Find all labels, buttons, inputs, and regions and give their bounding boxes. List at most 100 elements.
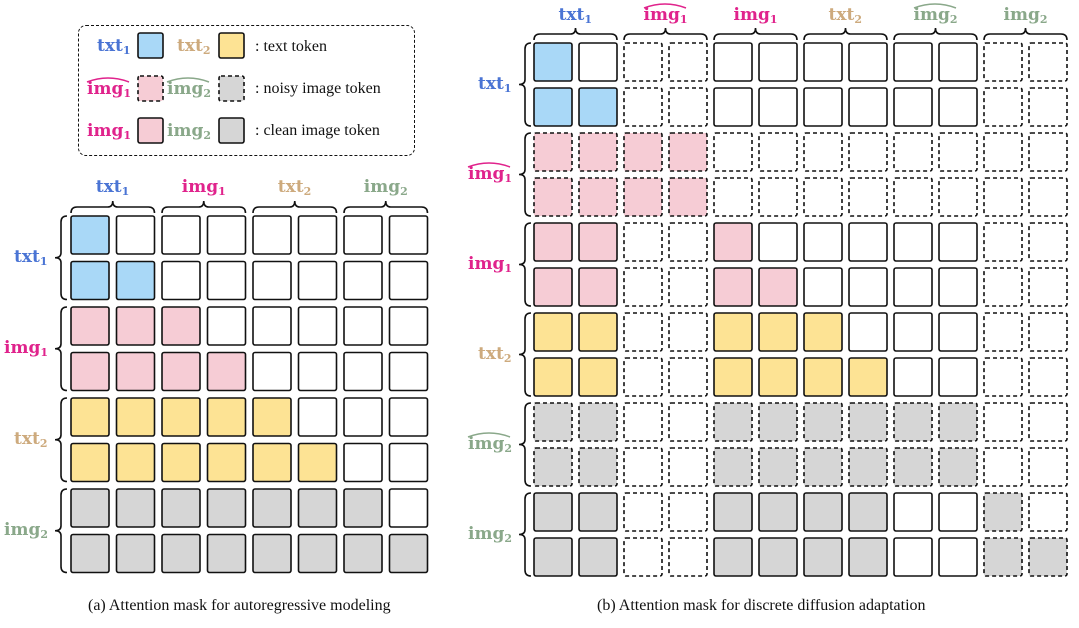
panel-b-col-label-img1: img1 xyxy=(733,5,778,26)
mask-b-cell-6-8 xyxy=(893,312,933,352)
mask-b-cell-9-10 xyxy=(983,447,1023,487)
caption-b: (b) Attention mask for discrete diffusio… xyxy=(597,597,926,614)
mask-a-cell-7-2 xyxy=(161,533,201,574)
legend-clean-image-token: : clean image token xyxy=(255,122,380,139)
mask-b-cell-5-4 xyxy=(713,267,753,307)
brace-b-row-img2 xyxy=(518,492,532,577)
mask-b-cell-5-1 xyxy=(578,267,618,307)
legend-swatch-img2 xyxy=(218,117,245,144)
mask-b-cell-10-7 xyxy=(848,492,888,532)
legend-label-img2: img2 xyxy=(167,121,211,142)
mask-b-cell-11-8 xyxy=(893,537,933,577)
mask-b-cell-9-7 xyxy=(848,447,888,487)
mask-b-cell-3-9 xyxy=(938,177,978,217)
mask-b-cell-6-7 xyxy=(848,312,888,352)
mask-b-cell-1-1 xyxy=(578,87,618,127)
mask-b-cell-4-4 xyxy=(713,222,753,262)
mask-a-cell-6-7 xyxy=(388,488,429,528)
mask-b-cell-4-11 xyxy=(1028,222,1068,262)
mask-b-cell-3-3 xyxy=(668,177,708,217)
mask-a-cell-5-1 xyxy=(115,442,156,483)
mask-b-cell-4-7 xyxy=(848,222,888,262)
mask-b-cell-2-3 xyxy=(668,132,708,172)
mask-b-cell-6-3 xyxy=(668,312,708,352)
mask-a-cell-4-7 xyxy=(388,397,429,437)
mask-b-cell-5-6 xyxy=(803,267,843,307)
mask-b-cell-10-9 xyxy=(938,492,978,532)
mask-b-cell-10-0 xyxy=(533,492,573,532)
mask-b-cell-2-4 xyxy=(713,132,753,172)
panel-b-row-label-img2: img2 xyxy=(468,523,512,545)
mask-b-cell-1-10 xyxy=(983,87,1023,127)
caption-a: (a) Attention mask for autoregressive mo… xyxy=(88,597,391,614)
mask-a-cell-3-7 xyxy=(388,351,429,392)
mask-b-cell-9-3 xyxy=(668,447,708,487)
mask-a-cell-2-5 xyxy=(297,306,338,346)
panel-a-row-label-img1: img1 xyxy=(4,337,48,359)
mask-b-cell-8-11 xyxy=(1028,402,1068,442)
brace-b-row-txt1 xyxy=(518,42,532,127)
brace-a-row-txt1 xyxy=(54,215,68,301)
mask-b-cell-7-2 xyxy=(623,357,663,397)
mask-b-cell-4-10 xyxy=(983,222,1023,262)
mask-a-cell-5-5 xyxy=(297,442,338,483)
mask-a-cell-7-6 xyxy=(343,533,383,574)
panel-a-row-label-txt2: txt2 xyxy=(14,428,48,450)
panel-a-row-label-txt1: txt1 xyxy=(14,246,48,268)
mask-b-cell-1-7 xyxy=(848,87,888,127)
brace-b-col-img1_noisy xyxy=(623,27,708,41)
mask-b-cell-1-2 xyxy=(623,87,663,127)
mask-a-cell-1-5 xyxy=(297,260,338,301)
mask-b-cell-7-10 xyxy=(983,357,1023,397)
mask-a-cell-2-4 xyxy=(252,306,292,346)
mask-a-cell-3-2 xyxy=(161,351,201,392)
mask-a-cell-1-1 xyxy=(115,260,156,301)
mask-a-cell-6-2 xyxy=(161,488,201,528)
mask-a-cell-2-7 xyxy=(388,306,429,346)
mask-b-cell-8-4 xyxy=(713,402,753,442)
mask-b-cell-6-6 xyxy=(803,312,843,352)
mask-b-cell-3-1 xyxy=(578,177,618,217)
mask-b-cell-3-7 xyxy=(848,177,888,217)
panel-b-col-label-img2: img2 xyxy=(1003,5,1048,26)
mask-a-cell-0-4 xyxy=(252,215,292,255)
mask-a-cell-5-6 xyxy=(343,442,383,483)
mask-b-cell-11-9 xyxy=(938,537,978,577)
mask-b-cell-0-2 xyxy=(623,42,663,82)
mask-b-cell-2-6 xyxy=(803,132,843,172)
mask-a-cell-2-0 xyxy=(70,306,110,346)
mask-a-cell-2-6 xyxy=(343,306,383,346)
mask-a-cell-4-6 xyxy=(343,397,383,437)
mask-a-cell-4-3 xyxy=(206,397,247,437)
mask-b-cell-10-2 xyxy=(623,492,663,532)
mask-a-cell-5-2 xyxy=(161,442,201,483)
mask-b-cell-8-5 xyxy=(758,402,798,442)
mask-a-cell-4-1 xyxy=(115,397,156,437)
mask-a-cell-7-7 xyxy=(388,533,429,574)
brace-b-row-img1_noisy xyxy=(518,132,532,217)
mask-b-cell-6-1 xyxy=(578,312,618,352)
mask-b-cell-10-1 xyxy=(578,492,618,532)
mask-b-cell-10-8 xyxy=(893,492,933,532)
mask-b-cell-8-8 xyxy=(893,402,933,442)
mask-b-cell-10-11 xyxy=(1028,492,1068,532)
mask-b-cell-8-9 xyxy=(938,402,978,442)
mask-b-cell-11-5 xyxy=(758,537,798,577)
mask-b-cell-9-8 xyxy=(893,447,933,487)
mask-b-cell-0-10 xyxy=(983,42,1023,82)
mask-b-cell-1-8 xyxy=(893,87,933,127)
mask-b-cell-1-0 xyxy=(533,87,573,127)
mask-b-cell-9-0 xyxy=(533,447,573,487)
mask-b-cell-3-10 xyxy=(983,177,1023,217)
mask-b-cell-8-7 xyxy=(848,402,888,442)
mask-a-cell-1-2 xyxy=(161,260,201,301)
mask-b-cell-6-11 xyxy=(1028,312,1068,352)
mask-b-cell-9-5 xyxy=(758,447,798,487)
mask-a-cell-3-4 xyxy=(252,351,292,392)
mask-b-cell-4-0 xyxy=(533,222,573,262)
mask-b-cell-0-0 xyxy=(533,42,573,82)
mask-a-cell-7-4 xyxy=(252,533,292,574)
mask-a-cell-7-3 xyxy=(206,533,247,574)
mask-a-cell-2-2 xyxy=(161,306,201,346)
